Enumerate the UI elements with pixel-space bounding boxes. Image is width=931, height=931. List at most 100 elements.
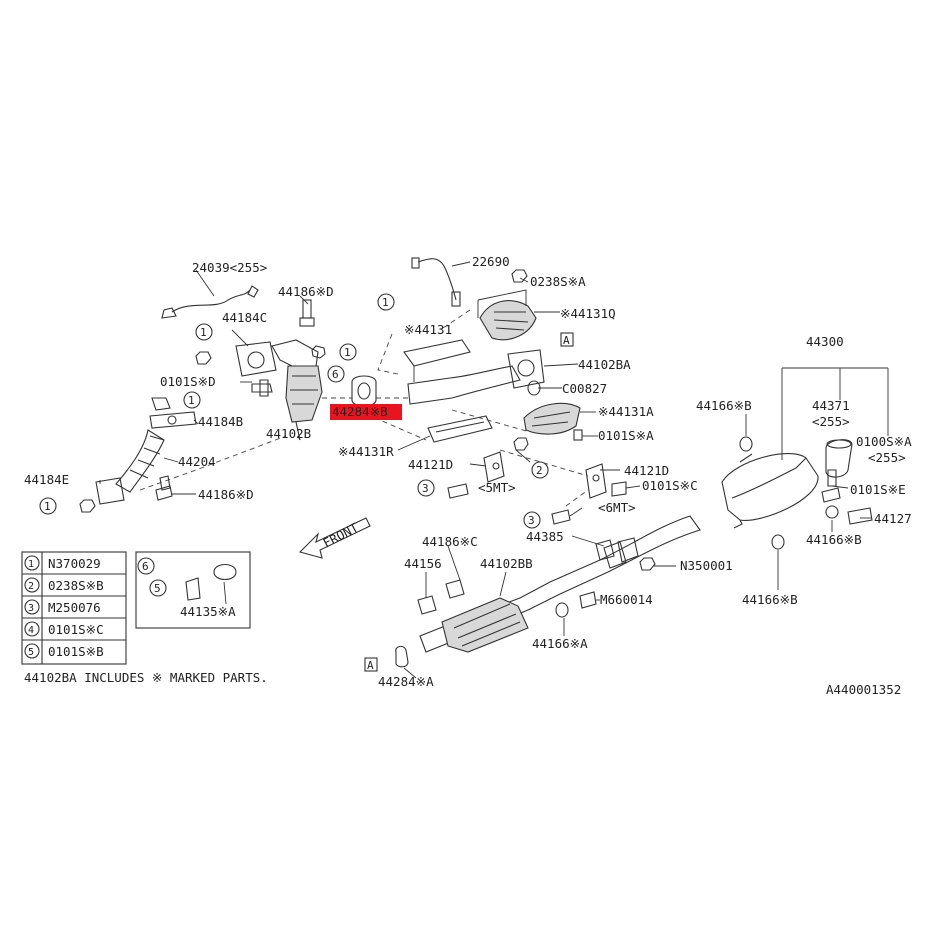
nut-N350001 xyxy=(639,557,656,571)
hanger-44127 xyxy=(821,487,873,525)
label-24039: 24039<255> xyxy=(192,260,267,275)
bolt-0100SA xyxy=(827,469,837,487)
label-44184C: 44184C xyxy=(222,310,267,325)
label-5MT: <5MT> xyxy=(478,480,516,495)
muffler-44300 xyxy=(721,453,819,529)
bolt-near-44385 xyxy=(551,509,571,525)
highlight-44284B xyxy=(330,404,402,420)
bolt-0101SD xyxy=(251,379,273,397)
bracket-44121D-right xyxy=(585,463,627,499)
marker-3: 3 xyxy=(422,482,429,495)
label-0101SD: 0101S※D xyxy=(160,374,216,389)
ref-a-upper: A xyxy=(563,334,570,347)
marker-1: 1 xyxy=(44,500,51,513)
label-44131: ※44131 xyxy=(404,322,452,337)
ref-box-a-upper xyxy=(560,332,574,347)
label-M660014: M660014 xyxy=(600,592,653,607)
label-44102BA: 44102BA xyxy=(578,357,631,372)
bolt-44186D-top xyxy=(299,299,315,327)
label-44127: 44127 xyxy=(874,511,912,526)
tail-tip-44371 xyxy=(825,439,853,478)
label-44186C: 44186※C xyxy=(422,534,478,549)
marker-3: 3 xyxy=(528,514,535,527)
label-0101SC: 0101S※C xyxy=(642,478,698,493)
nut-0238SA xyxy=(511,269,528,283)
label-C00827: C00827 xyxy=(562,381,607,396)
marker-2: 2 xyxy=(536,464,543,477)
label-44166B-right: 44166※B xyxy=(806,532,862,547)
heat-shield-44131R xyxy=(427,415,493,443)
diagram-id: A440001352 xyxy=(826,682,901,697)
legend-num: 5 xyxy=(28,647,34,658)
marker-6: 6 xyxy=(332,368,339,381)
marker-5: 5 xyxy=(154,582,161,595)
nut-washer-upper-mid xyxy=(513,437,529,451)
front-label: FRONT xyxy=(320,520,361,551)
bolt-44121D-left xyxy=(447,483,469,499)
heat-shield-44131 xyxy=(403,339,471,382)
bolt-M660014 xyxy=(579,591,597,609)
callout-circles xyxy=(24,293,549,659)
label-44156: 44156 xyxy=(404,556,442,571)
label-44166B-top: 44166※B xyxy=(696,398,752,413)
legend-table: 1 N370029 2 0238S※B 3 M250076 4 0101S※C … xyxy=(28,556,104,659)
footer-note: 44102BA INCLUDES ※ MARKED PARTS. xyxy=(24,670,268,685)
callout-markers: 1 1 1 6 1 1 2 3 3 6 5 A A xyxy=(44,296,570,672)
oxygen-sensor-22690 xyxy=(411,257,461,307)
legend-num: 4 xyxy=(28,625,34,636)
marker-1: 1 xyxy=(344,346,351,359)
label-44184E: 44184E xyxy=(24,472,69,487)
label-44186D-bottom: 44186※D xyxy=(198,487,254,502)
label-6MT: <6MT> xyxy=(598,500,636,515)
nut-bottom-left xyxy=(79,499,96,513)
leader-lines xyxy=(99,261,889,679)
label-22690: 22690 xyxy=(472,254,510,269)
label-44385: 44385 xyxy=(526,529,564,544)
gasket-44184B xyxy=(149,397,197,429)
bracket-44121D-left xyxy=(483,451,505,483)
rear-pipe-44102BB xyxy=(419,515,701,653)
legend-num: 1 xyxy=(28,559,34,570)
legend-code: 0101S※C xyxy=(48,622,104,637)
label-0100SA: 0100S※A xyxy=(856,434,912,449)
bolt-0101SA xyxy=(573,429,583,441)
gasket-44184C xyxy=(235,341,277,377)
legend-num: 3 xyxy=(28,603,34,614)
label-44166B-bottom: 44166※B xyxy=(742,592,798,607)
label-44186D-top: 44186※D xyxy=(278,284,334,299)
gasket-44385 xyxy=(595,539,615,561)
label-0101SE: 0101S※E xyxy=(850,482,906,497)
legend-code: M250076 xyxy=(48,600,101,615)
gasket-44284A xyxy=(395,645,409,668)
bolt-44186D-bottom xyxy=(155,475,173,501)
label-255-a: <255> xyxy=(812,414,850,429)
center-pipe xyxy=(407,349,545,405)
front-pipe-44204 xyxy=(95,429,165,505)
label-44371: 44371 xyxy=(812,398,850,413)
ref-box-a-lower xyxy=(364,657,378,672)
label-44204: 44204 xyxy=(178,454,216,469)
label-44166A: 44166※A xyxy=(532,636,588,651)
ref-a-lower: A xyxy=(367,659,374,672)
marker-6: 6 xyxy=(142,560,149,573)
label-44300: 44300 xyxy=(806,334,844,349)
label-44102BB: 44102BB xyxy=(480,556,533,571)
marker-1: 1 xyxy=(382,296,389,309)
hanger-44166A xyxy=(555,602,569,618)
hangers-44166B xyxy=(739,436,839,550)
heat-shield-44131Q xyxy=(477,289,537,341)
inset-clamp-44135A xyxy=(185,563,237,601)
legend-num: 2 xyxy=(28,581,34,592)
oxygen-sensor-24039 xyxy=(161,285,259,319)
marker-1: 1 xyxy=(188,394,195,407)
legend-code: 0238S※B xyxy=(48,578,104,593)
inset-6-box xyxy=(135,551,251,629)
label-44284B: 44284※B xyxy=(332,404,388,419)
nut-washer-left xyxy=(195,345,326,365)
front-exhaust-pipe-44102B xyxy=(271,339,323,441)
label-44184B: 44184B xyxy=(198,414,243,429)
heat-shield-44131A xyxy=(523,402,581,435)
legend-code: N370029 xyxy=(48,556,101,571)
marker-1: 1 xyxy=(200,326,207,339)
legend-box xyxy=(21,551,127,665)
